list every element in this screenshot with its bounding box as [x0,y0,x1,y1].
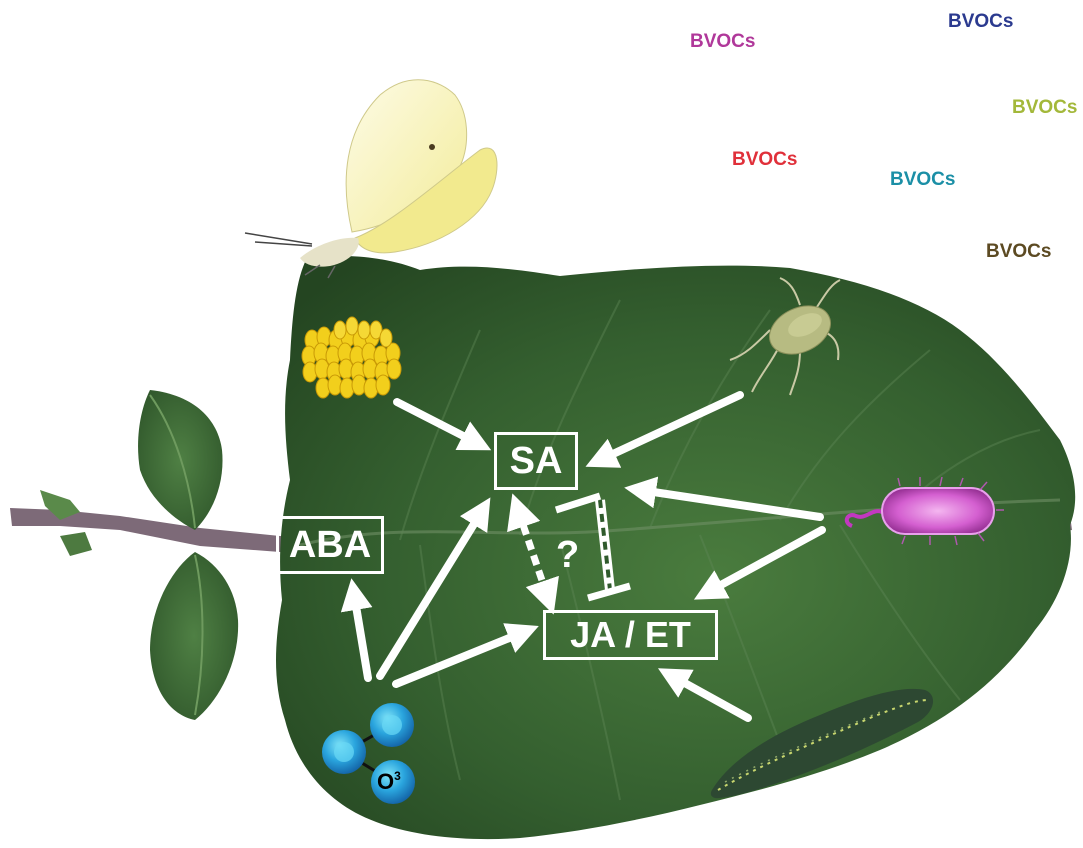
egg [358,321,370,339]
bvoc-label-brown: BVOCs [986,242,1051,261]
butterfly-icon [245,80,497,278]
bvoc-label-red: BVOCs [732,150,797,169]
ozone-label: O3 [377,770,401,793]
egg [376,375,390,395]
hormone-sa-box: SA [494,432,578,490]
hormone-aba-box: ABA [276,516,384,574]
leaf-icon [138,390,238,720]
egg [334,321,346,339]
bvoc-label-teal: BVOCs [890,170,955,189]
egg [346,317,358,335]
bvoc-label-navy: BVOCs [948,12,1013,31]
crosstalk-question-label: ? [556,536,579,574]
ozone-label-superscript: 3 [394,769,401,783]
egg [380,329,392,347]
hormone-ja-et-box: JA / ET [543,610,718,660]
bvoc-label-lime: BVOCs [1012,98,1077,117]
egg [387,359,401,379]
ozone-label-main: O [377,769,394,794]
bvoc-label-magenta: BVOCs [690,32,755,51]
